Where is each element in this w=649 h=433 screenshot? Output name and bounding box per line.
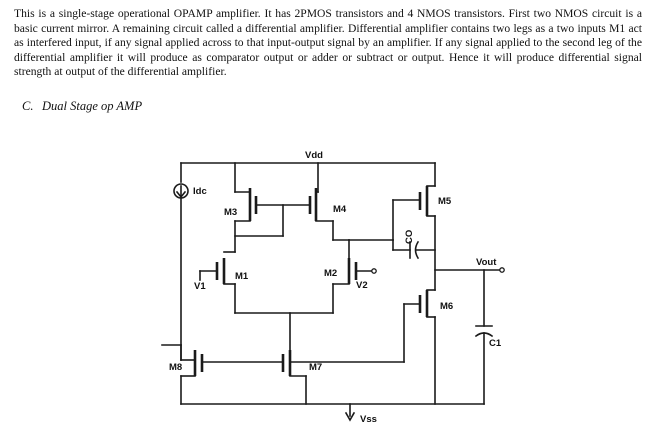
v2-label: V2 xyxy=(356,280,368,291)
m8-m7-current-mirror xyxy=(161,344,405,405)
m7-label: M7 xyxy=(309,362,322,373)
c1-label: C1 xyxy=(489,338,502,349)
m1-label: M1 xyxy=(235,271,249,282)
m6-output-stage xyxy=(403,289,436,405)
body-paragraph: This is a single-stage operational OPAMP… xyxy=(14,7,642,79)
vss-rail xyxy=(180,403,485,422)
vss-label: Vss xyxy=(360,414,377,425)
m3-label: M3 xyxy=(224,207,237,218)
idc-label: Idc xyxy=(193,186,207,197)
vdd-label: Vdd xyxy=(305,150,323,161)
v1-label: V1 xyxy=(194,281,206,292)
vdd-rail xyxy=(180,162,436,193)
m3-m4-pmos-pair xyxy=(234,188,334,253)
vout-label: Vout xyxy=(476,257,497,268)
idc-current-source xyxy=(173,183,189,361)
m5-label: M5 xyxy=(438,196,452,207)
co-label: CO xyxy=(404,230,415,244)
m8-label: M8 xyxy=(169,362,182,373)
m4-label: M4 xyxy=(333,204,347,215)
m2-label: M2 xyxy=(324,268,337,279)
m5-output-stage xyxy=(348,185,436,291)
m1-m2-differential-pair xyxy=(199,239,377,353)
section-title: Dual Stage op AMP xyxy=(42,99,143,113)
vout-node xyxy=(434,267,505,405)
section-heading: C. Dual Stage op AMP xyxy=(22,99,142,114)
m6-label: M6 xyxy=(440,301,453,312)
section-number: C. xyxy=(22,99,34,113)
